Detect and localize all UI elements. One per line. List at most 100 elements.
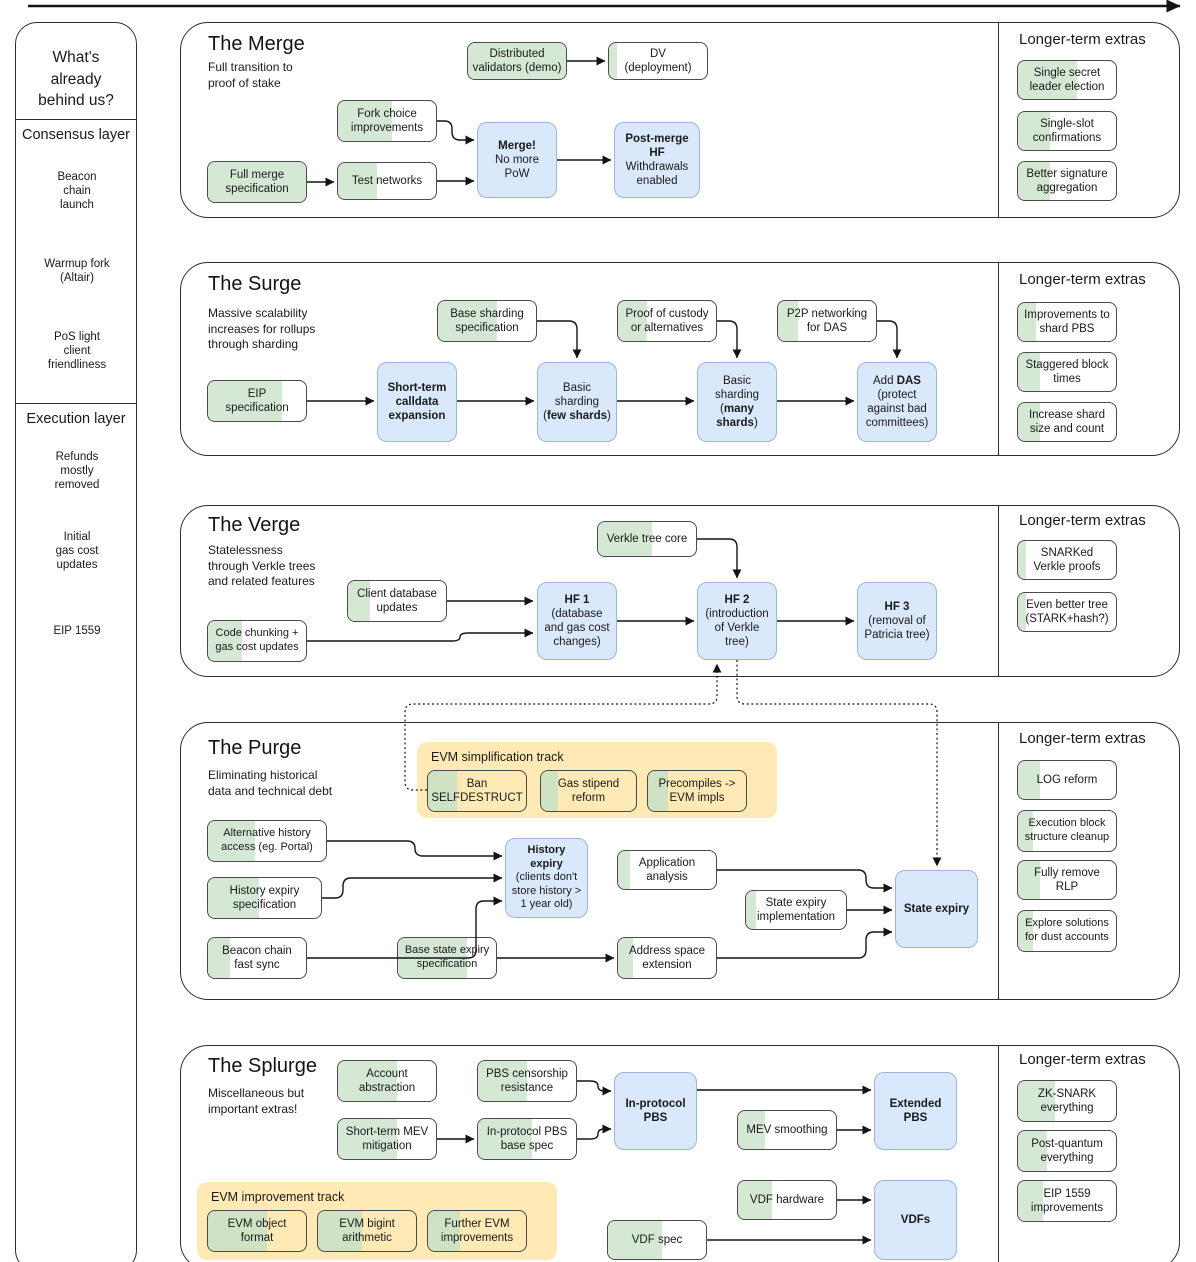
extra-execution-block-structure-cleanup-progress-fill (1018, 811, 1033, 851)
extra-explore-solutions-dust-accounts-progress-fill (1018, 911, 1033, 951)
gas-stipend-reform-progress-fill (541, 771, 559, 811)
extra-single-slot-confirmations-progress-fill (1018, 112, 1051, 150)
panel-splurge-extras-divider (998, 1046, 1000, 1262)
warmup-fork-altair-label: Warmup fork(Altair) (44, 257, 110, 284)
state-expiry-implementation-progress-fill (746, 891, 756, 929)
extra-even-better-tree-label: Even better tree(STARK+hash?) (1025, 598, 1109, 625)
vdf-spec: VDF spec (607, 1220, 707, 1260)
mev-smoothing-label: MEV smoothing (746, 1123, 828, 1136)
beacon-chain-fast-sync-progress-fill (208, 938, 230, 978)
extras-title-verge: Longer-term extras (1019, 512, 1146, 529)
mev-smoothing-progress-fill (738, 1111, 766, 1149)
vdf-hardware-progress-fill (738, 1181, 773, 1219)
verkle-tree-core-label: Verkle tree core (606, 532, 688, 545)
vdf-hardware-label: VDF hardware (749, 1193, 825, 1206)
history-expiry-specification-progress-fill (208, 878, 259, 918)
extra-snarked-verkle-proofs-progress-fill (1018, 541, 1026, 579)
extra-increase-shard-size-and-count-progress-fill (1018, 403, 1040, 441)
sidebar-group-label: Execution layer (26, 411, 126, 427)
pbs-censorship-resistance-progress-fill (478, 1061, 527, 1101)
further-evm-improvements-progress-fill (428, 1211, 461, 1251)
alternative-history-access-progress-fill (208, 821, 256, 861)
mev-smoothing: MEV smoothing (737, 1110, 837, 1150)
proof-of-custody-progress-fill (618, 301, 648, 341)
sidebar-group-label: Consensus layer (22, 127, 130, 143)
sidebar-divider (16, 119, 136, 121)
extra-better-signature-aggregation-progress-fill (1018, 162, 1051, 200)
extras-title-purge: Longer-term extras (1019, 730, 1146, 747)
section-title-splurge: The Splurge (208, 1055, 317, 1077)
extra-log-reform-progress-fill (1018, 761, 1040, 799)
address-space-extension-progress-fill (618, 938, 633, 978)
panel-purge-extras-divider (998, 723, 1000, 999)
verkle-tree-core-progress-fill (598, 522, 652, 556)
dv-deployment-progress-fill (609, 43, 617, 79)
extra-even-better-tree: Even better tree(STARK+hash?) (1017, 592, 1117, 632)
vdf-spec-progress-fill (608, 1221, 662, 1259)
distributed-validators-demo-progress-fill (468, 43, 566, 79)
extras-title-surge: Longer-term extras (1019, 271, 1146, 288)
extra-log-reform-label: LOG reform (1036, 773, 1098, 786)
evm-object-format-progress-fill (208, 1211, 267, 1251)
section-title-merge: The Merge (208, 33, 305, 55)
application-analysis-progress-fill (618, 851, 630, 889)
account-abstraction-progress-fill (338, 1061, 397, 1101)
extra-fully-remove-rlp-progress-fill (1018, 861, 1040, 899)
extras-title-splurge: Longer-term extras (1019, 1051, 1146, 1068)
full-merge-specification-progress-fill (208, 162, 306, 202)
precompiles-to-evm-impls: Precompiles ->EVM impls (647, 770, 747, 812)
dv-deployment: DV(deployment) (608, 42, 708, 80)
